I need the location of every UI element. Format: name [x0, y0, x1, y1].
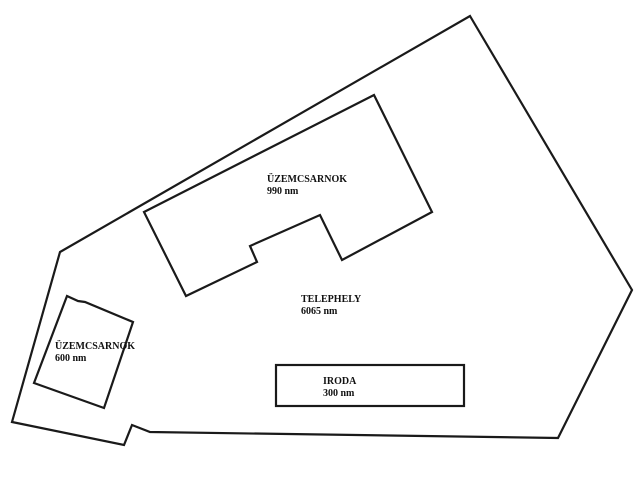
office-area: 300 nm — [323, 388, 355, 399]
site-boundary — [10, 14, 634, 447]
label-office: IRODA 300 nm — [323, 376, 357, 399]
hall-large-area: 990 nm — [267, 186, 299, 197]
building-office — [274, 363, 466, 408]
building-hall-large — [142, 93, 434, 298]
label-hall-small: ÜZEMCSARNOK 600 nm — [55, 339, 135, 364]
hall-small-area: 600 nm — [55, 353, 87, 364]
site-area: 6065 nm — [301, 306, 338, 317]
office-name: IRODA — [323, 376, 357, 387]
site-name: TELEPHELY — [301, 294, 362, 305]
hall-small-name: ÜZEMCSARNOK — [55, 339, 135, 352]
label-site: TELEPHELY 6065 nm — [301, 294, 362, 317]
hall-large-name: ÜZEMCSARNOK — [267, 172, 347, 185]
building-hall-small — [32, 294, 135, 410]
label-hall-large: ÜZEMCSARNOK 990 nm — [267, 172, 347, 197]
